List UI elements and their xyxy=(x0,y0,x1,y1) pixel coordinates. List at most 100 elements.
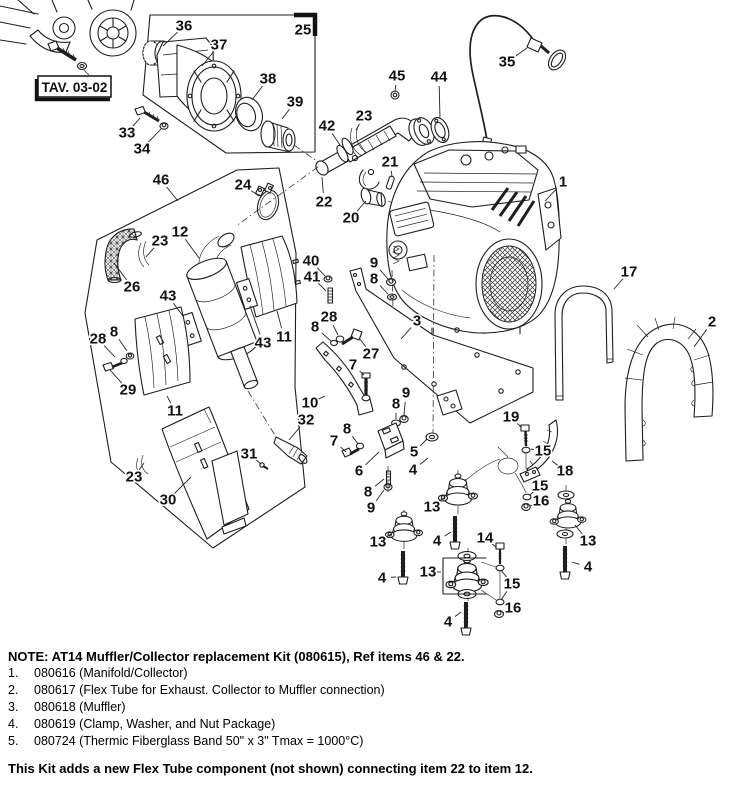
callout-leader-line xyxy=(288,426,301,441)
callout-13: 13 xyxy=(580,533,597,550)
callout-46: 46 xyxy=(153,172,170,189)
callout-21: 21 xyxy=(382,154,399,171)
footer-note: This Kit adds a new Flex Tube component … xyxy=(8,761,533,776)
callout-38: 38 xyxy=(260,71,277,88)
callout-2: 2 xyxy=(708,314,716,331)
callout-leader-line xyxy=(491,543,497,548)
part-mount-13-d xyxy=(549,498,587,529)
callout-leader-line xyxy=(394,84,397,92)
callout-leader-line xyxy=(113,262,127,281)
callout-11: 11 xyxy=(167,403,183,420)
part-mount-13-a xyxy=(437,473,479,506)
callout-37: 37 xyxy=(211,37,228,54)
callout-leader-line xyxy=(103,345,116,358)
callout-32: 32 xyxy=(298,412,315,429)
callout-leader-line xyxy=(385,533,392,538)
parts-list-item-text: 080616 (Manifold/Collector) xyxy=(34,666,188,680)
part-engine-1 xyxy=(386,141,562,337)
callout-leader-line xyxy=(500,591,508,601)
callout-9: 9 xyxy=(402,385,410,402)
callout-leader-line xyxy=(400,327,412,340)
callout-25: 25 xyxy=(295,22,312,39)
callout-4: 4 xyxy=(444,614,453,631)
callout-44: 44 xyxy=(431,69,448,86)
callout-leader-line xyxy=(359,370,365,376)
callout-leader-line xyxy=(250,189,260,197)
part-gasket-44 xyxy=(430,117,450,143)
callout-10: 10 xyxy=(302,395,319,412)
callout-8: 8 xyxy=(110,324,118,341)
callout-leader-line xyxy=(316,267,326,277)
callout-28: 28 xyxy=(90,331,107,348)
callout-26: 26 xyxy=(124,279,141,296)
parts-list-item-number: 5. xyxy=(8,734,19,748)
part-plate-43-right xyxy=(235,278,259,310)
callout-28: 28 xyxy=(321,309,338,326)
callout-16: 16 xyxy=(533,493,550,510)
parts-list-item: 4.080619 (Clamp, Washer, and Nut Package… xyxy=(8,716,727,733)
callout-8: 8 xyxy=(311,319,319,336)
callout-leader-line xyxy=(184,239,200,259)
callout-leader-line xyxy=(365,451,380,466)
callout-leader-line xyxy=(544,188,558,202)
part-band-17 xyxy=(554,285,614,401)
callout-29: 29 xyxy=(120,382,137,399)
callout-leader-line xyxy=(173,302,184,317)
part-screw-14 xyxy=(495,542,505,564)
callout-4: 4 xyxy=(584,559,593,576)
callout-13: 13 xyxy=(424,499,441,516)
part-cover-30 xyxy=(161,406,250,540)
callout-22: 22 xyxy=(316,194,333,211)
parts-list: 1.080616 (Manifold/Collector)2.080617 (F… xyxy=(8,665,727,750)
parts-list-item: 1.080616 (Manifold/Collector) xyxy=(8,665,727,682)
callout-leader-line xyxy=(351,435,359,445)
parts-list-item-text: 080619 (Clamp, Washer, and Nut Package) xyxy=(34,717,276,731)
callout-leader-line xyxy=(162,31,178,47)
part-fitting-39 xyxy=(260,120,296,153)
callout-leader-line xyxy=(166,186,179,202)
part-bracket-23-upper xyxy=(350,125,375,176)
callout-7: 7 xyxy=(330,433,338,450)
callout-13: 13 xyxy=(420,564,437,581)
group-bracket-13 xyxy=(442,557,487,595)
callout-19: 19 xyxy=(503,409,520,426)
callout-leader-line xyxy=(514,47,528,58)
callout-leader-line xyxy=(359,338,367,348)
part-pin-21 xyxy=(385,175,395,190)
part-nut-45 xyxy=(390,90,400,100)
callout-leader-line xyxy=(147,128,162,143)
part-bolt-4-c xyxy=(459,600,473,637)
parts-list-item-number: 3. xyxy=(8,700,19,714)
callout-34: 34 xyxy=(134,141,151,158)
callout-35: 35 xyxy=(499,54,516,71)
parts-list-item: 2.080617 (Flex Tube for Exhaust. Collect… xyxy=(8,682,727,699)
callout-leader-line xyxy=(321,332,332,342)
callout-leader-line xyxy=(529,504,533,507)
callout-leader-line xyxy=(613,278,624,290)
callout-6: 6 xyxy=(355,463,363,480)
callout-leader-line xyxy=(166,395,172,404)
part-bolt-33 xyxy=(134,105,160,123)
callout-43: 43 xyxy=(255,335,272,352)
inset-kit-box-25 xyxy=(134,12,319,163)
callout-15: 15 xyxy=(504,576,521,593)
part-heat-shield-11-left xyxy=(134,306,191,396)
pipe-flange xyxy=(408,117,435,147)
callout-leader-line xyxy=(276,310,283,329)
callout-18: 18 xyxy=(557,463,574,480)
callout-24: 24 xyxy=(235,177,252,194)
callout-45: 45 xyxy=(389,68,406,85)
part-ring-38 xyxy=(235,96,263,132)
callout-leader-line xyxy=(517,423,522,428)
callout-leader-line xyxy=(138,462,145,470)
callout-4: 4 xyxy=(409,462,418,479)
callout-leader-line xyxy=(331,133,341,146)
parts-list-item: 5.080724 (Thermic Fiberglass Band 50" x … xyxy=(8,733,727,750)
part-throttle-cable-35 xyxy=(469,14,567,146)
callout-5: 5 xyxy=(410,444,418,461)
callout-31: 31 xyxy=(241,446,258,463)
callout-leader-line xyxy=(356,200,367,212)
callout-1: 1 xyxy=(559,174,567,191)
callout-leader-line xyxy=(145,247,155,258)
callout-leader-line xyxy=(375,489,385,501)
